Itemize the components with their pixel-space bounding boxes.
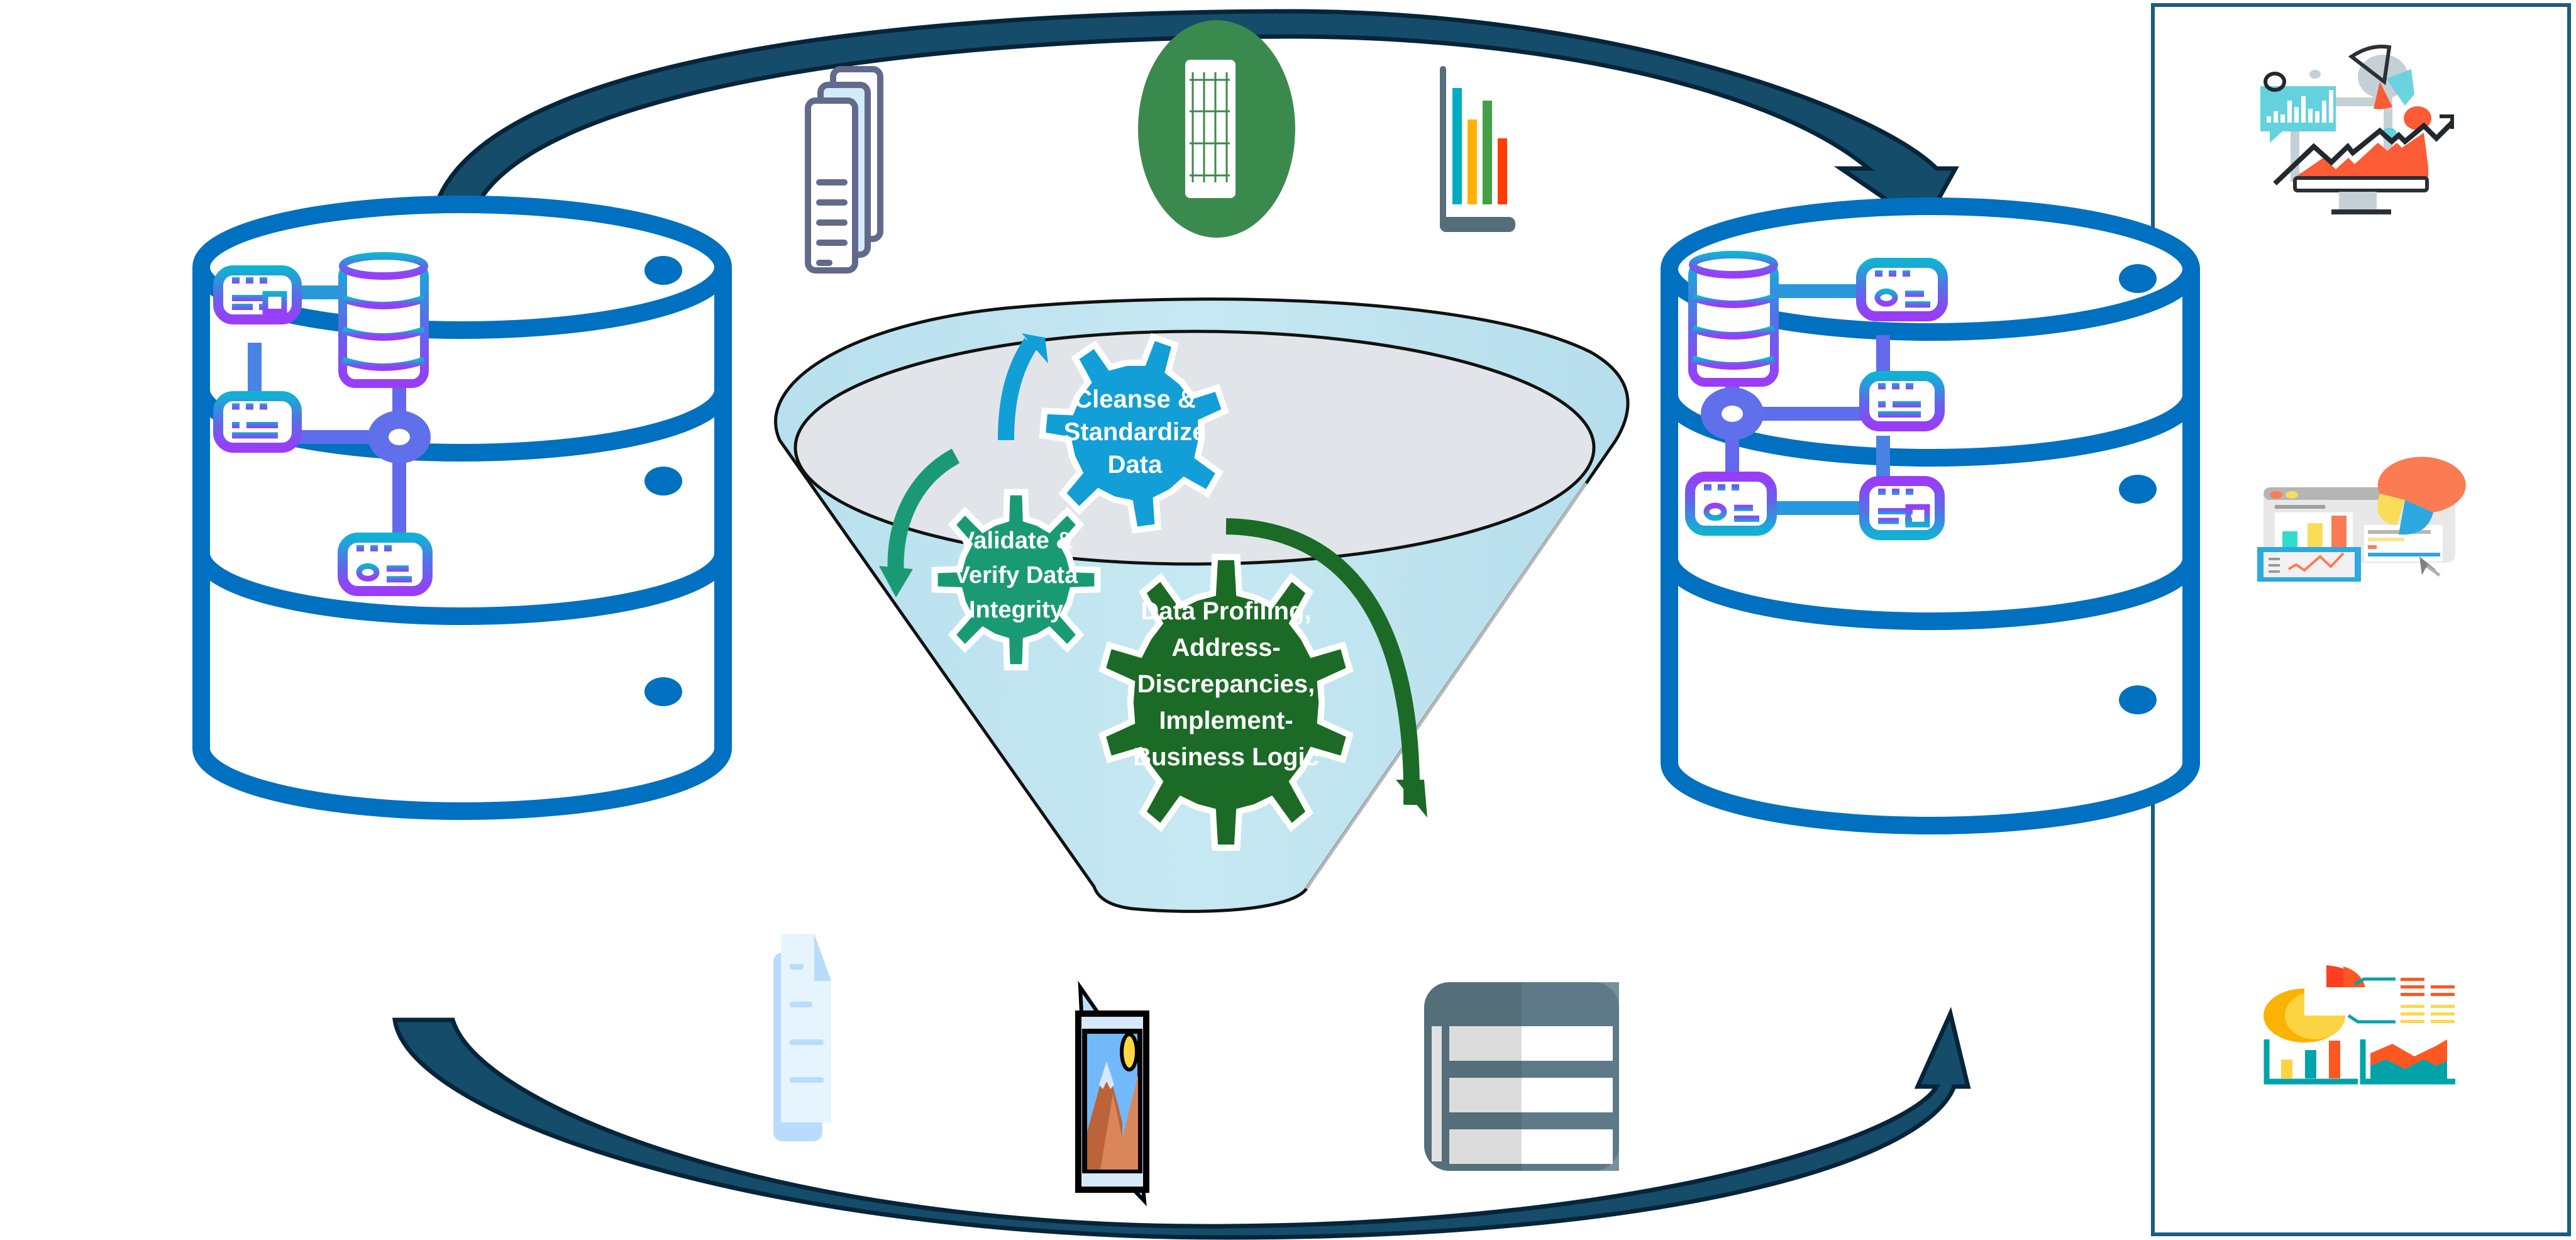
text-file-icon [773, 934, 831, 1141]
server-node-icon [1859, 371, 1945, 431]
cylinder-status-dot [644, 256, 682, 285]
cycle-arrow-teal [887, 448, 960, 576]
cylinder-status-dot [644, 467, 682, 495]
mini-database-icon [1688, 251, 1779, 387]
top-flow-arrow [428, 9, 1959, 234]
gear-profiling-business-logic [1098, 553, 1354, 851]
analytics-dashboard-icon [2260, 45, 2454, 214]
table-icon [1424, 982, 1619, 1171]
infographic-charts-icon [2264, 965, 2455, 1085]
target-database [1661, 197, 2200, 834]
gear-label-line: Discrepancies, [1137, 670, 1315, 698]
gear-label-line: Cleanse & [1074, 385, 1195, 413]
cylinder-body [192, 267, 732, 820]
gear-validate-verify [931, 489, 1101, 671]
gear-label-line: Data Profiling, [1141, 597, 1311, 625]
gear-shape [1098, 553, 1354, 851]
gear-shape [1039, 333, 1229, 534]
gear-label-line: Address- [1171, 634, 1280, 662]
mini-database-icon [338, 252, 429, 388]
cylinder-status-dot [2119, 264, 2157, 293]
server-node-icon [1859, 476, 1945, 540]
server-node-icon [1685, 472, 1777, 536]
gear-label-line: Validate & [959, 528, 1073, 554]
report-charts-icon [2257, 457, 2466, 582]
funnel-highlight [1305, 482, 1591, 892]
cycle-arrow-green [1225, 518, 1420, 805]
cylinder-band [1661, 558, 2200, 630]
gear-label-line: Data [1108, 451, 1163, 479]
documents-icon [805, 66, 883, 274]
spreadsheet-icon [1138, 20, 1295, 238]
bottom-flow-arrow [392, 1007, 1971, 1240]
gear-shape [931, 489, 1101, 671]
cylinder-status-dot [644, 677, 682, 706]
bar-chart-icon [1440, 66, 1515, 232]
cycle-arrows [879, 333, 1427, 817]
server-node-icon [213, 391, 302, 453]
image-file-icon [1075, 980, 1149, 1207]
server-node-icon [213, 265, 302, 324]
gear-label-line: Verify Data [954, 562, 1078, 589]
gear-profile-label: Data Profiling, Address- Discrepancies, Imp… [1133, 597, 1319, 771]
cylinder-band [1661, 394, 2200, 467]
server-node-icon [338, 533, 433, 596]
gear-cleanse-standardize [1039, 333, 1229, 534]
cycle-arrow-teal-head [879, 566, 913, 597]
gear-label-line: Integrity [969, 597, 1063, 623]
gear-label-line: Business Logic [1133, 743, 1319, 771]
cycle-arrow-blue [998, 338, 1038, 441]
cycle-arrow-blue-head [1022, 333, 1048, 363]
gear-label-line: Standardize [1064, 418, 1207, 446]
cylinder-band [192, 553, 732, 625]
cylinder-status-dot [2119, 685, 2157, 714]
gear-label-line: Implement- [1159, 707, 1293, 734]
server-node-icon [1856, 258, 1948, 321]
cycle-arrow-green-head [1396, 780, 1427, 817]
cylinder-status-dot [2119, 475, 2157, 504]
source-database [192, 196, 732, 820]
